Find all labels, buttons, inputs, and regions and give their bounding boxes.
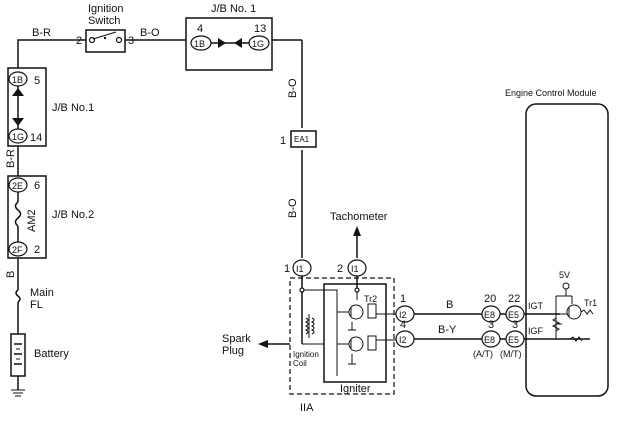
ea1-label: EA1 (294, 135, 310, 144)
i1b-label: I1 (351, 264, 359, 274)
ea1-num: 1 (280, 135, 286, 147)
tachometer-label: Tachometer (330, 211, 388, 223)
wire-label-b-igt: B (446, 299, 453, 311)
jb2-pin-top: 2E (12, 181, 23, 191)
ignition-coil-label-2: Coil (293, 359, 307, 368)
wire-label-br-left: B-R (5, 149, 17, 168)
ignition-coil-label-1: Ignition (293, 350, 319, 359)
jb2-pin-top-num: 6 (34, 180, 40, 192)
i1a-num: 1 (284, 263, 290, 275)
jb1-top-pin-right: 1G (252, 39, 264, 49)
jb1-left-box (7, 67, 47, 147)
ignition-switch-pin-out: 3 (128, 35, 134, 47)
iia-module (289, 276, 396, 395)
ea1-connector (290, 130, 317, 148)
iia-label: IIA (300, 402, 314, 414)
wire-label-bo-top: B-O (140, 27, 160, 39)
jb1-left-pin-bottom-num: 14 (30, 132, 42, 144)
jb1-left-label: J/B No.1 (52, 102, 94, 114)
i2b-label: I2 (399, 335, 407, 345)
wire-label-br-top: B-R (32, 27, 51, 39)
jb1-top-pin-left: 1B (194, 39, 205, 49)
wire-label-b-left: B (5, 271, 17, 278)
top-wires (17, 39, 303, 258)
jb1-top-box (185, 17, 273, 71)
wire-label-bo-vert2: B-O (287, 198, 299, 218)
e5-bot-label: E5 (508, 335, 519, 345)
ignition-switch (85, 29, 126, 53)
e5-top-num: 22 (508, 293, 520, 305)
jb1-left-pin-bottom: 1G (12, 132, 24, 142)
ecm-5v-label: 5V (559, 270, 570, 280)
tachometer-wire (353, 226, 361, 258)
wire-label-by-igf: B-Y (438, 324, 457, 336)
ecm-tr1-label: Tr1 (584, 298, 597, 308)
tr2-label: Tr2 (364, 294, 377, 304)
ecm-igf-label: IGF (528, 326, 544, 336)
e8-top-label: E8 (484, 310, 495, 320)
jb1-top-pin-left-num: 4 (197, 23, 203, 35)
jb1-top-label: J/B No. 1 (211, 3, 256, 15)
battery-symbol (10, 333, 26, 390)
main-fl-label-1: Main (30, 287, 54, 299)
ecm-igt-label: IGT (528, 301, 544, 311)
spark-plug-wire (258, 340, 290, 348)
e8-bot-num: 3 (488, 319, 494, 331)
e8-top-num: 20 (484, 293, 496, 305)
spark-plug-label-1: Spark (222, 333, 251, 345)
jb2-left-box (7, 175, 47, 259)
mt-note: (M/T) (500, 349, 522, 359)
i2a-label: I2 (399, 310, 407, 320)
ignition-switch-pin-in: 2 (76, 35, 82, 47)
e5-top-label: E5 (508, 310, 519, 320)
i2b-num: 4 (400, 319, 406, 331)
jb2-pin-bottom: 2F (12, 245, 23, 255)
i1a-label: I1 (296, 264, 304, 274)
jb1-top-pin-right-num: 13 (254, 23, 266, 35)
main-fl-label-2: FL (30, 299, 43, 311)
jb1-left-pin-top: 1B (12, 75, 23, 85)
spark-plug-label-2: Plug (222, 345, 244, 357)
ecm-box (524, 103, 609, 397)
fuse-am2-label: AM2 (26, 209, 38, 232)
igniter-connectors (292, 259, 415, 348)
at-note: (A/T) (473, 349, 493, 359)
e8-bot-label: E8 (484, 335, 495, 345)
ignition-switch-label-2: Switch (88, 15, 120, 27)
i2a-num: 1 (400, 293, 406, 305)
ecm-label: Engine Control Module (505, 88, 597, 98)
wire-label-bo-vert1: B-O (287, 78, 299, 98)
igniter-label: Igniter (340, 383, 371, 395)
e5-bot-num: 3 (512, 319, 518, 331)
main-fusible-link (15, 258, 21, 334)
battery-label: Battery (34, 348, 69, 360)
jb2-left-label: J/B No.2 (52, 209, 94, 221)
ground-icon (11, 389, 25, 397)
ignition-switch-label-1: Ignition (88, 3, 123, 15)
jb2-pin-bottom-num: 2 (34, 244, 40, 256)
jb1-left-pin-top-num: 5 (34, 75, 40, 87)
i1b-num: 2 (337, 263, 343, 275)
